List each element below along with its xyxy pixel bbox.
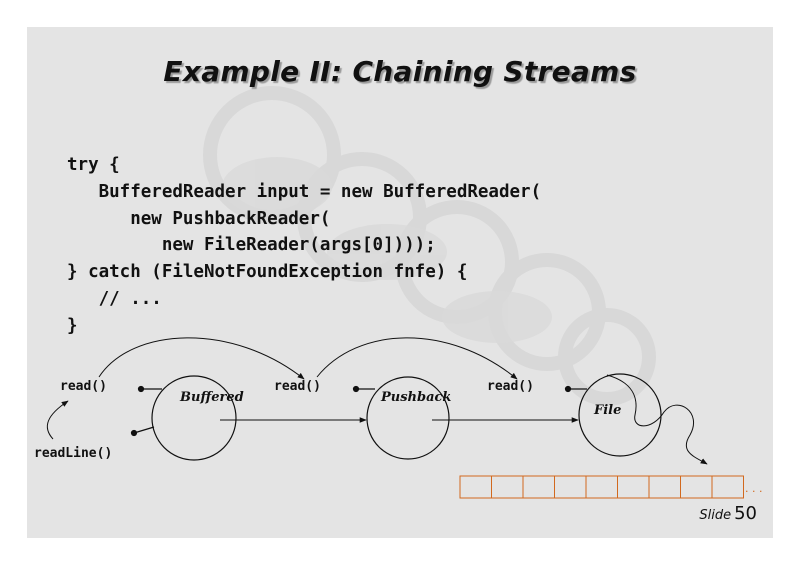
buffer-cell [680, 475, 713, 499]
method-connectors [130, 385, 587, 437]
code-block: try { BufferedReader input = new Buffere… [67, 152, 541, 340]
buffered-stream-circle [151, 375, 237, 461]
slide-number-label: Slide [699, 508, 732, 523]
buffered-read-label: read() [60, 379, 107, 394]
code-line: new PushbackReader( [67, 208, 331, 229]
stream-chain-diagram: . . . [46, 337, 762, 499]
file-read-label: read() [487, 379, 534, 394]
file-buffer-cells [459, 475, 744, 499]
code-line: new FileReader(args[0]))); [67, 235, 436, 256]
slide-number-value: 50 [734, 503, 757, 524]
slide: Example II: Chaining Streams try { Buffe… [27, 27, 773, 538]
read-call-arc-2 [316, 337, 518, 380]
file-stream-circle [578, 373, 662, 457]
buffer-cell [522, 475, 555, 499]
buffer-cell [617, 475, 650, 499]
slide-title: Example II: Chaining Streams [163, 55, 637, 88]
code-line: // ... [67, 288, 162, 309]
buffered-stream-label: Buffered [180, 390, 244, 405]
code-line: try { [67, 155, 120, 175]
code-line: } catch (FileNotFoundException fnfe) { [67, 262, 468, 283]
buffer-cell [648, 475, 681, 499]
background-swirl-decoration [203, 86, 656, 406]
buffer-cell [491, 475, 524, 499]
buffered-readline-label: readLine() [34, 446, 113, 461]
buffer-cell [711, 475, 744, 499]
buffer-cell [554, 475, 587, 499]
pushback-stream-circle [366, 376, 450, 460]
file-stream-label: File [594, 403, 622, 418]
buffer-cell [585, 475, 618, 499]
read-call-arc-1 [98, 337, 305, 380]
code-line: } [67, 315, 78, 336]
file-to-buffer-path [606, 374, 708, 465]
code-line: BufferedReader input = new BufferedReade… [67, 181, 542, 202]
pushback-stream-label: Pushback [381, 390, 452, 405]
readline-to-read-arrow [46, 400, 69, 440]
pushback-read-label: read() [274, 379, 321, 394]
buffer-cell [459, 475, 492, 499]
buffer-continuation-ellipsis: . . . [745, 482, 762, 495]
